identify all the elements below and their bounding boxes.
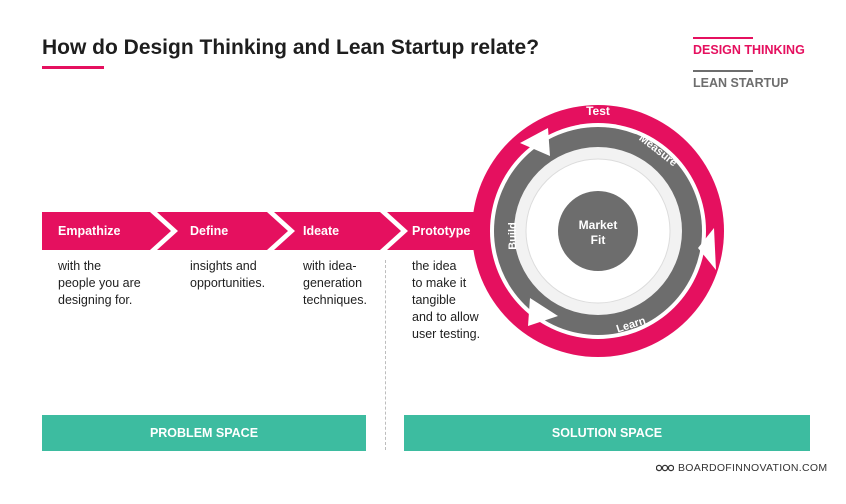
brand-logo-icon [656,464,674,472]
footer-brand-text: BOARDOFINNOVATION.COM [678,462,828,474]
desc-line: with idea- [303,259,357,273]
step-label-prototype: Prototype [412,224,471,238]
step-desc-ideate: with idea- generation techniques. [303,258,367,309]
desc-line: the idea [412,259,457,273]
desc-line: techniques. [303,293,367,307]
step-desc-empathize: with the people you are designing for. [58,258,141,309]
footer-brand: BOARDOFINNOVATION.COM [656,462,827,474]
fit-label: Fit [591,233,606,247]
test-label: Test [586,104,610,118]
solution-space-bar: SOLUTION SPACE [404,415,810,451]
desc-line: to make it [412,276,467,290]
arrow-empathize [42,212,171,250]
desc-line: user testing. [412,327,481,341]
arrow-define [157,212,288,250]
desc-line: and to allow [412,310,479,324]
step-label-empathize: Empathize [58,224,121,238]
desc-line: opportunities. [190,276,266,290]
legend-line-lean-startup [693,70,753,72]
step-label-ideate: Ideate [303,224,340,238]
desc-line: with the [58,259,102,273]
legend-design-thinking: DESIGN THINKING [693,43,805,57]
market-label: Market [579,218,618,232]
cycle-arrow-bottom [528,298,558,326]
arrow-ideate [274,212,401,250]
desc-line: designing for. [58,293,133,307]
legend-lean-startup: LEAN STARTUP [693,76,789,90]
step-desc-define: insights and opportunities. [190,258,265,292]
desc-line: generation [303,276,363,290]
page-title: How do Design Thinking and Lean Startup … [42,36,540,59]
build-label: Build [507,222,519,250]
space-divider [385,260,386,450]
cycle-arrow-right [698,228,716,270]
step-label-define: Define [190,224,229,238]
problem-space-bar: PROBLEM SPACE [42,415,366,451]
step-desc-prototype: the idea to make it tangible and to allo… [412,258,480,343]
desc-line: people you are [58,276,141,290]
market-fit-core [558,191,638,271]
title-underline [42,66,104,69]
cycle-arrow-top [520,128,550,156]
cycle-diagram: Test Measure Build Learn Market Fit [472,104,724,357]
desc-line: tangible [412,293,456,307]
legend-line-design-thinking [693,37,753,39]
desc-line: insights and [190,259,257,273]
